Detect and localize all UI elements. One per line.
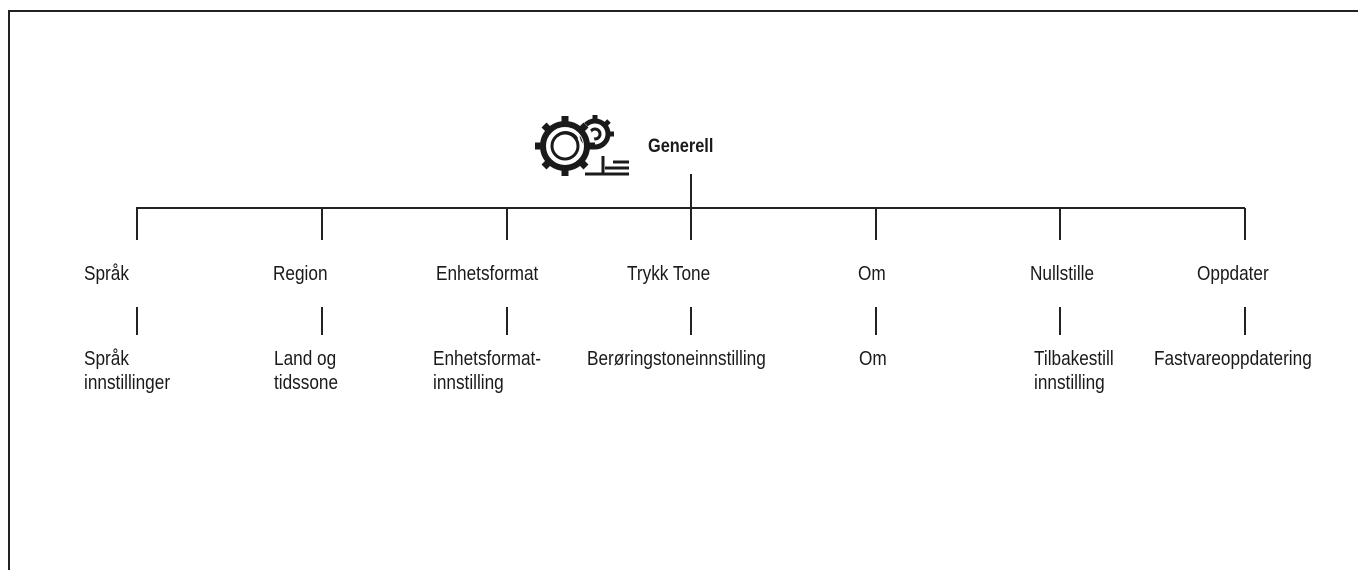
category-om: Om: [858, 263, 886, 285]
category-enhetsformat: Enhetsformat: [436, 263, 539, 285]
detail-trykk-tone: Berøringstoneinnstilling: [587, 348, 766, 370]
root-node: Generell: [533, 112, 724, 182]
category-region: Region: [273, 263, 328, 285]
detail-enhetsformat: Enhetsformat- innstilling: [433, 348, 542, 394]
category-sprak: Språk: [84, 263, 129, 285]
diagram-frame: [8, 10, 1358, 570]
category-trykk-tone: Trykk Tone: [627, 263, 711, 285]
tree-connectors: [136, 174, 1246, 335]
gears-settings-icon: [535, 115, 629, 176]
detail-nullstille: Tilbakestill innstilling: [1034, 348, 1114, 394]
root-label: Generell: [648, 136, 714, 157]
detail-region: Land og tidssone: [274, 348, 339, 394]
detail-sprak: Språk innstillinger: [84, 348, 171, 394]
detail-om: Om: [859, 348, 887, 370]
category-nullstille: Nullstille: [1030, 263, 1095, 285]
category-oppdater: Oppdater: [1197, 263, 1269, 285]
detail-oppdater: Fastvareoppdatering: [1154, 348, 1312, 370]
